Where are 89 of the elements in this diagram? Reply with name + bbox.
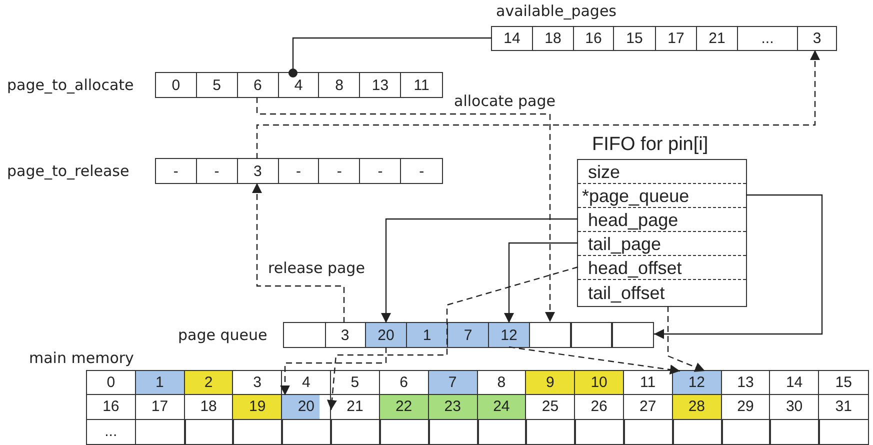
struct-field: *page_queue: [578, 184, 746, 208]
array-cell: 1: [407, 323, 448, 347]
empty-cell: [281, 418, 332, 445]
memory-cell: 5: [331, 371, 380, 396]
empty-cell: [622, 418, 674, 445]
edge-label: release page: [266, 259, 367, 277]
memory-cell: 7: [428, 371, 478, 396]
memory-cell: 16: [87, 395, 136, 420]
empty-cell: [574, 418, 625, 445]
memory-cell: 4: [282, 371, 332, 396]
empty-cell: [330, 418, 381, 445]
arrow: [252, 183, 345, 323]
memory-cell: 26: [575, 395, 624, 420]
memory-cell: 28: [672, 395, 722, 420]
arrow: [326, 266, 578, 410]
empty-cell: [184, 418, 234, 445]
array-cell: -: [278, 159, 320, 183]
arrow: [256, 97, 555, 322]
array-label: page queue: [178, 326, 268, 344]
memory-cell: 20: [282, 395, 332, 420]
array-cell: 8: [319, 73, 360, 97]
empty-cell: [570, 322, 613, 348]
empty-cell: [525, 418, 576, 445]
memory-cell: 15: [819, 371, 868, 396]
memory-cell: 17: [136, 395, 185, 420]
memory-cell: 25: [526, 395, 576, 420]
array-label: page_to_release: [7, 162, 130, 180]
array-cell: ...: [738, 27, 798, 50]
struct-field: tail_page: [578, 232, 746, 256]
array-cell: 11: [401, 73, 442, 97]
edge-label: allocate page: [452, 92, 558, 110]
array-cell: -: [319, 159, 360, 183]
array-cell: -: [401, 159, 442, 183]
memory-cell: ...: [87, 420, 136, 444]
array-label: page_to_allocate: [7, 76, 134, 94]
memory-cell: 29: [722, 395, 770, 420]
array-cell: 4: [278, 73, 320, 97]
memory-cell: 23: [428, 395, 478, 420]
array-cell: 15: [614, 27, 656, 50]
empty-cell: [232, 418, 284, 445]
memory-cell: 9: [526, 371, 576, 396]
arrow: [667, 306, 706, 372]
array-cell: -: [360, 159, 402, 183]
empty-cell: [769, 418, 820, 445]
struct-field: head_page: [578, 208, 746, 232]
arrow: [504, 242, 578, 323]
array-cell: -: [156, 159, 197, 183]
array-cell: 5: [196, 73, 238, 97]
empty-cell: [378, 418, 430, 445]
array-cell: 0: [156, 73, 197, 97]
memory-cell: 13: [722, 371, 770, 396]
array-cell: 14: [492, 27, 533, 50]
array-cell: 3: [238, 159, 279, 183]
array-cell: 21: [697, 27, 738, 50]
array-label: available_pages: [496, 2, 616, 20]
memory-cell: 19: [233, 395, 282, 420]
array-cell: 3: [798, 27, 836, 50]
arrow: [508, 346, 680, 375]
memory-cell: 1: [136, 371, 185, 396]
empty-cell: [476, 418, 528, 445]
arrow: [256, 50, 820, 159]
arrow: [654, 194, 823, 339]
array-cell: 16: [574, 27, 614, 50]
memory-cell: 22: [380, 395, 429, 420]
empty-cell: [428, 418, 478, 445]
memory-cell: 12: [672, 371, 722, 396]
array-cell: 17: [656, 27, 697, 50]
struct-field: tail_offset: [578, 280, 746, 306]
arrow: [280, 347, 387, 396]
memory-cell: 10: [575, 371, 624, 396]
array-cell: 20: [366, 323, 407, 347]
array-cell: 18: [533, 27, 574, 50]
memory-cell: 24: [478, 395, 526, 420]
memory-cell: 14: [770, 371, 820, 396]
struct-field: size: [578, 160, 746, 184]
array-label: main memory: [29, 349, 134, 367]
array-cell: 12: [489, 323, 530, 347]
empty-cell: [672, 418, 723, 445]
memory-cell: 2: [184, 371, 234, 396]
memory-cell: 30: [770, 395, 820, 420]
empty-cell: [720, 418, 772, 445]
struct-field: head_offset: [578, 256, 746, 280]
struct-title: FIFO for pin[i]: [592, 134, 708, 157]
array-cell: 6: [238, 73, 279, 97]
arrow: [381, 218, 578, 323]
array-cell: 13: [360, 73, 402, 97]
array-cell: -: [196, 159, 238, 183]
memory-cell: 31: [819, 395, 868, 420]
array-cell: 7: [448, 323, 489, 347]
